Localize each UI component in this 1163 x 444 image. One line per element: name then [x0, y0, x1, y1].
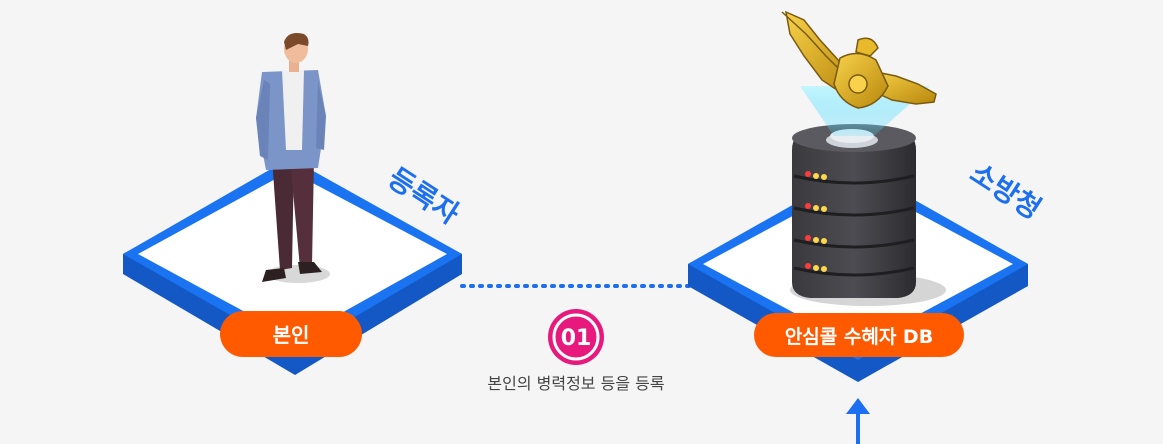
left-pill-label: 본인: [273, 323, 310, 347]
eagle-emblem-icon: [781, 10, 937, 109]
left-pill: 본인: [220, 311, 362, 357]
person-figure-icon: [256, 33, 330, 283]
step-number: 01: [561, 326, 592, 351]
right-pill-label: 안심콜 수혜자 DB: [785, 326, 933, 348]
step-caption: 본인의 병력정보 등을 등록: [487, 374, 664, 393]
right-pill: 안심콜 수혜자 DB: [754, 313, 964, 357]
right-side-label: 소방청: [964, 156, 1047, 226]
step-badge: 01: [548, 309, 604, 365]
up-arrow-icon: [846, 398, 870, 444]
server-status-lights: [805, 171, 827, 272]
server-icon: [790, 124, 946, 306]
